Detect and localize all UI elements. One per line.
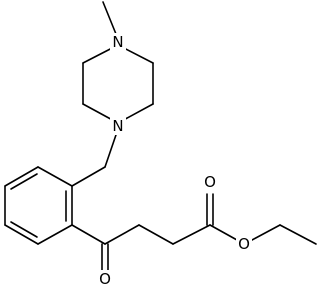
- bond-benzene-6: [37, 166, 73, 187]
- bonds: [4, 1, 317, 273]
- bond-ch2-ch2: [138, 224, 174, 245]
- nitrogen-top-label: N: [112, 33, 123, 51]
- bond-ethyl: [279, 224, 317, 245]
- bond-o-ch2: [251, 224, 281, 241]
- bond-carbonyl-ch2: [104, 224, 140, 245]
- bond-ch2-ring: [71, 166, 106, 187]
- bond-aromatic-inner-3: [10, 173, 38, 190]
- bond-benzene-5: [4, 166, 39, 187]
- atom-labels: N N O O O: [97, 33, 252, 288]
- bond-methyl-n: [102, 1, 119, 40]
- bond-benzene-3: [4, 224, 39, 245]
- bond-ring-carbonyl: [71, 224, 106, 245]
- ester-carbonyl-oxygen-label: O: [204, 173, 216, 191]
- ester-ether-oxygen-label: O: [238, 235, 250, 253]
- bond-aromatic-inner-2: [10, 221, 38, 238]
- bond-benzene-2: [37, 224, 73, 245]
- bond-ch2-ester: [172, 224, 211, 245]
- bond-ester-o: [209, 224, 238, 241]
- bond-n-ch2: [104, 128, 119, 168]
- nitrogen-bottom-label: N: [112, 117, 123, 135]
- ketone-oxygen-label: O: [99, 270, 111, 288]
